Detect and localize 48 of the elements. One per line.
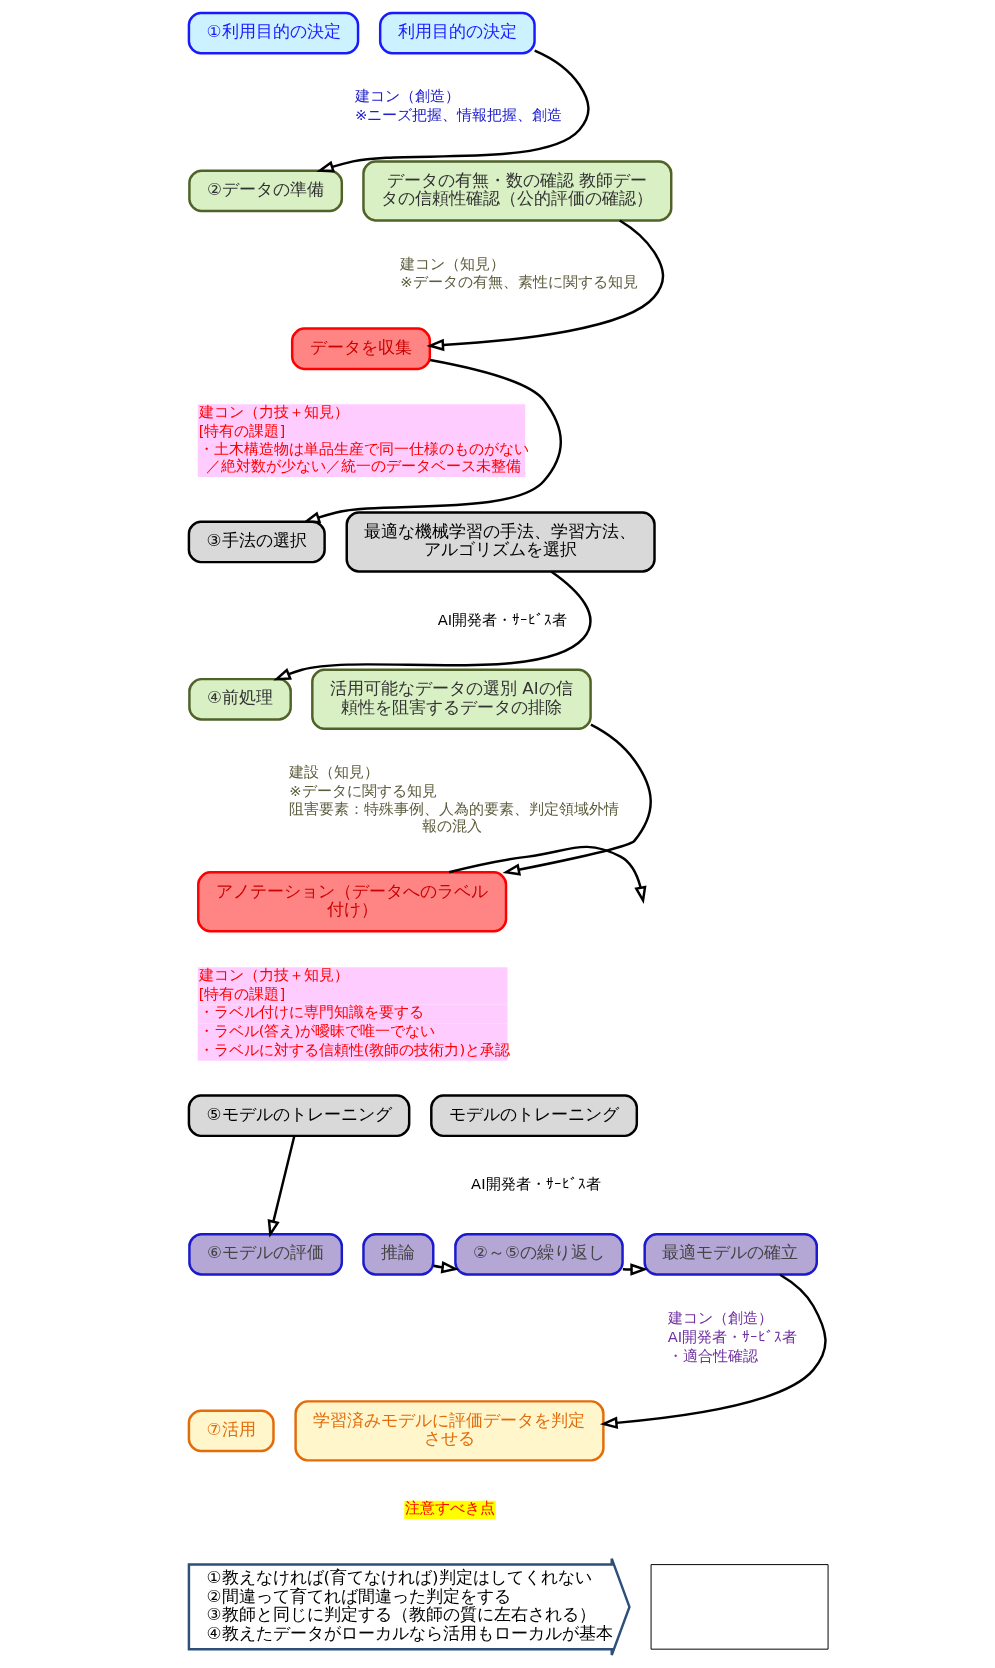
node-label: ※ニーズ把握、情報把握、創造 [355,106,563,124]
node-label: AI開発者・ｻｰﾋﾞｽ者 [437,610,568,628]
node-box: 最適な機械学習の手法、学習方法、アルゴリズムを選択 [345,511,656,573]
node-box: ②データの準備 [188,169,344,213]
node-label: 注意すべき点 [405,1499,496,1517]
arrow [316,49,590,173]
arrow [267,1135,296,1238]
node-label: 建設（知見） [289,762,380,780]
node-label: 建コン（力技＋知見） [198,403,349,421]
node-label: 建コン（創造） [667,1309,773,1327]
arrow [599,1273,827,1429]
node-box: 利用目的の決定 [378,11,536,55]
node-label: AI開発者・ｻｰﾋﾞｽ者 [471,1174,601,1192]
node-box: 推論 [362,1232,435,1276]
node-label: ※データの有無、素性に関する知見 [400,273,638,291]
node-label: 阻害要素：特殊事例、人為的要素、判定領域外情報の混入 [289,800,620,835]
node-box: ①利用目的の決定 [187,11,360,55]
node-label: ・土木構造物は単品生産で同一仕様のものがない／絶対数が少ない／統一のデータベース未整備 [198,440,529,475]
node-box: ④前処理 [188,677,292,721]
node-box: データの有無・数の確認 教師データの信頼性確認（公的評価の確認） [362,160,673,222]
node-box: ⑤モデルのトレーニング [187,1094,411,1138]
node-box: ⑥モデルの評価 [188,1232,344,1276]
node-label: ・適合性確認 [667,1346,758,1364]
node-box: ⑦活用 [187,1409,275,1453]
node-label: 建コン（創造） [355,87,461,105]
arrow [622,1263,649,1276]
node-label: AI開発者・ｻｰﾋﾞｽ者 [667,1327,798,1345]
node-box: データを収集 [290,327,432,371]
node-label: 建コン（知見） [400,254,506,272]
node-box: ②～⑤の繰り返し [454,1232,624,1276]
node-label: [特有の課題] [198,984,286,1002]
node-label: ・ラベルに対する信頼性(教師の技術力)と承認 [198,1040,511,1058]
node-box [650,1564,829,1650]
arrow [302,358,562,524]
node-box: ③手法の選択 [187,520,326,564]
node-box: モデルのトレーニング [430,1094,639,1138]
arrow [273,570,592,681]
arrow [426,219,665,352]
node-box: 活用可能なデータの選別 AIの信頼性を阻害するデータの排除 [311,668,592,730]
arrow [502,723,652,876]
node-box: アノテーション（データへのラベル付け） [197,871,508,933]
node-label: 建コン（力技＋知見） [198,966,349,984]
node-label: ・ラベル(答え)が曖昧で唯一でない [198,1022,436,1040]
node-label: [特有の課題] [198,421,286,439]
node-label: ※データに関する知見 [289,781,437,799]
node-box: 学習済みモデルに評価データを判定させる [294,1400,605,1462]
node-label: ・ラベル付けに専門知識を要する [198,1003,424,1021]
node-box: 最適モデルの確立 [643,1232,818,1276]
